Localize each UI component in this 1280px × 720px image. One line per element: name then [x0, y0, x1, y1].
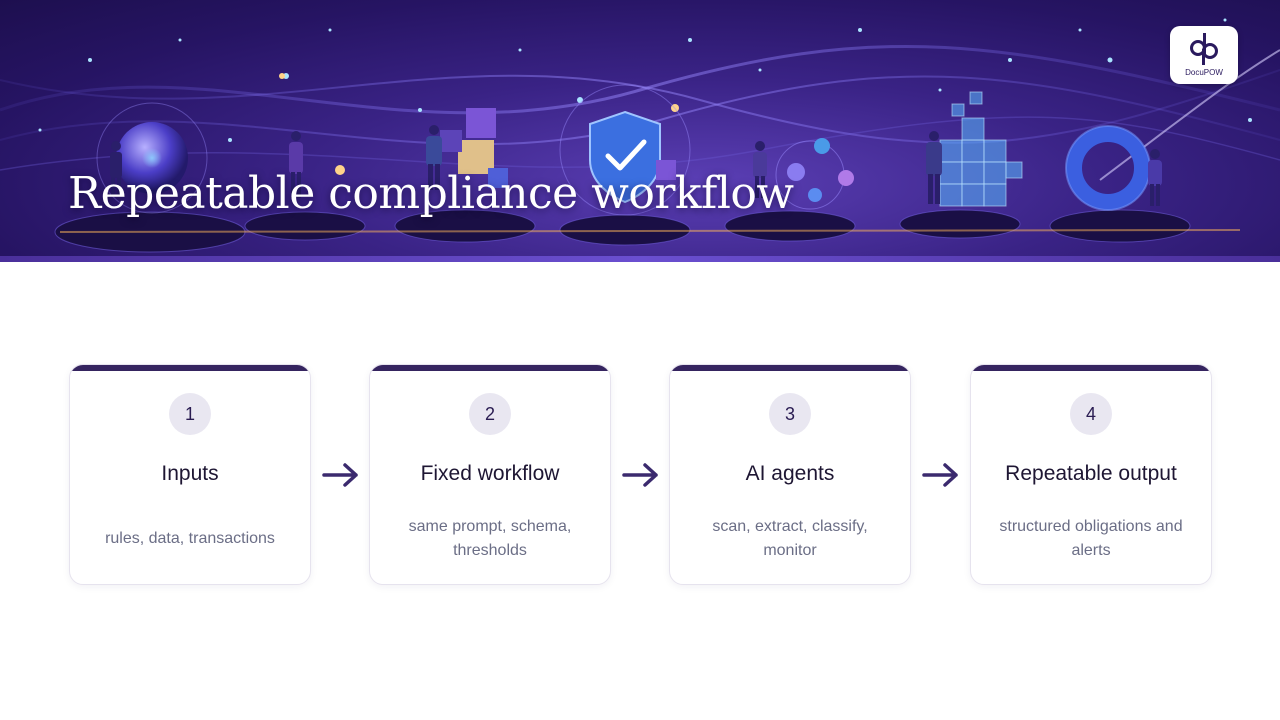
- arrow-right-icon: [922, 463, 958, 487]
- page-title: Repeatable compliance workflow: [68, 168, 794, 219]
- step-description: structured obligations and alerts: [999, 518, 1183, 559]
- step-description: scan, extract, classify, monitor: [712, 518, 868, 559]
- step-number-badge: 4: [1070, 393, 1112, 435]
- logo-text: DocuPOW: [1185, 68, 1223, 77]
- step-number-badge: 2: [469, 393, 511, 435]
- step-number-badge: 1: [169, 393, 211, 435]
- step-card-ai-agents: 3 AI agents scan, extract, classify, mon…: [669, 364, 911, 585]
- logo-mark-icon: [1190, 33, 1218, 65]
- step-title: Fixed workflow: [420, 462, 560, 485]
- step-card-repeatable-output: 4 Repeatable output structured obligatio…: [970, 364, 1212, 585]
- step-description: same prompt, schema, thresholds: [408, 518, 572, 559]
- arrow-right-icon: [622, 463, 658, 487]
- header-banner: Repeatable compliance workflow DocuPOW: [0, 0, 1280, 262]
- step-number-badge: 3: [769, 393, 811, 435]
- step-card-inputs: 1 Inputs rules, data, transactions: [69, 364, 311, 585]
- step-card-fixed-workflow: 2 Fixed workflow same prompt, schema, th…: [369, 364, 611, 585]
- step-description: rules, data, transactions: [105, 530, 275, 547]
- step-title: AI agents: [745, 462, 835, 485]
- step-title: Inputs: [161, 462, 219, 485]
- banner-bottom-border: [0, 256, 1280, 262]
- banner-illustration: [0, 18, 1280, 253]
- docupow-logo: DocuPOW: [1170, 26, 1238, 84]
- arrow-right-icon: [322, 463, 358, 487]
- step-title: Repeatable output: [1005, 462, 1177, 485]
